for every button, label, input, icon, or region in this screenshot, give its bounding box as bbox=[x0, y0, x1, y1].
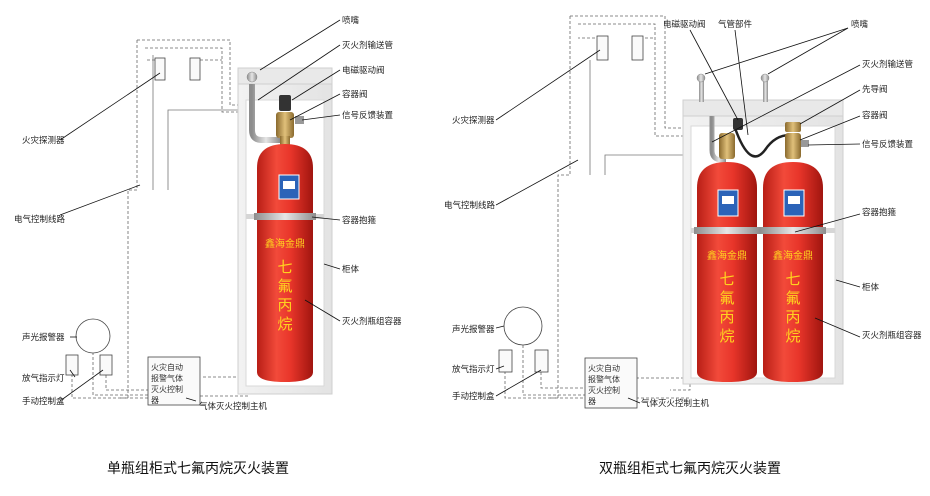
right-controller-line-4: 器 bbox=[588, 397, 596, 406]
right-label-manual-box: 手动控制盒 bbox=[452, 391, 495, 402]
left-controller: 火灾自动 报警气体 灭火控制 器 bbox=[147, 356, 201, 406]
right-label-cabinet: 柜体 bbox=[862, 282, 880, 293]
left-manual-box bbox=[99, 354, 113, 376]
left-signal-device bbox=[295, 116, 304, 124]
right-cyl2-char-2: 氟 bbox=[785, 289, 800, 307]
right-label-clamp: 容器抱箍 bbox=[862, 207, 897, 218]
left-system: 火灾自动 报警气体 灭火控制 器 鑫海金鼎 七 氟 bbox=[14, 15, 402, 477]
left-agent-pipe bbox=[249, 84, 280, 143]
left-cylinder-char-1: 七 bbox=[277, 258, 292, 276]
right-alarm bbox=[503, 306, 543, 346]
left-label-cabinet: 柜体 bbox=[342, 264, 360, 275]
left-cylinder-char-2: 氟 bbox=[277, 277, 292, 295]
right-cyl1-char-2: 氟 bbox=[719, 289, 734, 307]
right-clamp-1 bbox=[694, 227, 760, 234]
right-release-light bbox=[498, 349, 513, 373]
left-detector-1 bbox=[154, 57, 166, 81]
right-cylinder-1: 鑫海金鼎 七 氟 丙 烷 bbox=[694, 162, 760, 382]
right-agent-pipe bbox=[709, 116, 726, 163]
right-cyl2-char-4: 烷 bbox=[785, 327, 800, 345]
right-label-host: 气体灭火控制主机 bbox=[641, 398, 710, 409]
left-cylinder-char-4: 烷 bbox=[277, 315, 292, 333]
right-label-circuit: 电气控制线路 bbox=[444, 200, 496, 211]
left-label-solenoid: 电磁驱动阀 bbox=[342, 65, 385, 76]
right-label-alarm: 声光报警器 bbox=[452, 324, 495, 335]
left-label-signal: 信号反馈装置 bbox=[342, 110, 394, 121]
right-gas-hose bbox=[733, 127, 791, 158]
right-container-valve-2 bbox=[785, 133, 801, 159]
right-label-pilot-valve: 先导阀 bbox=[862, 84, 888, 95]
right-nozzle-1-icon bbox=[696, 73, 706, 83]
left-label-pipe: 灭火剂输送管 bbox=[342, 40, 393, 51]
right-label-valve: 容器阀 bbox=[862, 110, 888, 121]
left-container-valve bbox=[276, 112, 294, 138]
left-label-clamp: 容器抱箍 bbox=[342, 215, 377, 226]
left-controller-line-1: 火灾自动 bbox=[151, 362, 183, 372]
right-controller-line-1: 火灾自动 bbox=[588, 363, 620, 373]
right-pilot-valve bbox=[785, 122, 801, 132]
right-label-signal: 信号反馈装置 bbox=[862, 139, 914, 150]
left-solenoid-valve bbox=[279, 95, 291, 111]
right-manual-box bbox=[534, 349, 549, 373]
right-container-valve-1 bbox=[719, 133, 735, 159]
left-label-release-light: 放气指示灯 bbox=[22, 373, 65, 384]
right-cyl2-brand: 鑫海金鼎 bbox=[773, 249, 813, 262]
right-cyl1-brand: 鑫海金鼎 bbox=[707, 249, 747, 262]
left-cylinder-char-3: 丙 bbox=[277, 296, 292, 314]
left-label-circuit: 电气控制线路 bbox=[14, 214, 66, 225]
left-release-light bbox=[65, 354, 79, 376]
left-label-detector: 火灾探测器 bbox=[22, 135, 65, 146]
left-alarm bbox=[75, 318, 111, 354]
left-cylinder: 鑫海金鼎 七 氟 丙 烷 bbox=[254, 136, 316, 382]
right-label-release-light: 放气指示灯 bbox=[452, 364, 495, 375]
right-cyl1-char-4: 烷 bbox=[719, 327, 734, 345]
right-system: 火灾自动 报警气体 灭火控制 器 bbox=[444, 15, 922, 477]
left-label-container: 灭火剂瓶组容器 bbox=[342, 316, 402, 327]
left-label-manual-box: 手动控制盒 bbox=[22, 396, 65, 407]
right-nozzle-2-icon bbox=[760, 73, 770, 83]
left-cylinder-brand: 鑫海金鼎 bbox=[265, 237, 305, 250]
left-label-host: 气体灭火控制主机 bbox=[199, 401, 268, 412]
left-nozzle-icon bbox=[246, 71, 258, 83]
right-cyl2-char-1: 七 bbox=[785, 270, 800, 288]
right-label-gas-pipe: 气管部件 bbox=[718, 19, 753, 30]
left-leaders bbox=[59, 19, 341, 402]
left-caption: 单瓶组柜式七氟丙烷灭火装置 bbox=[107, 461, 289, 477]
right-label-nozzle: 喷嘴 bbox=[851, 19, 869, 30]
left-detector-2 bbox=[189, 57, 201, 81]
right-label-detector: 火灾探测器 bbox=[452, 115, 495, 126]
right-controller-line-3: 灭火控制 bbox=[588, 385, 620, 395]
right-label-pipe: 灭火剂输送管 bbox=[862, 59, 913, 70]
right-detector-1 bbox=[596, 35, 609, 61]
right-cyl2-char-3: 丙 bbox=[785, 308, 800, 326]
left-controller-line-3: 灭火控制 bbox=[151, 384, 183, 394]
right-cylinder-2: 鑫海金鼎 七 氟 丙 烷 bbox=[760, 162, 826, 382]
right-clamp-2 bbox=[760, 227, 826, 234]
right-controller-line-2: 报警气体 bbox=[588, 374, 620, 384]
right-cyl1-char-1: 七 bbox=[719, 270, 734, 288]
right-detector-2 bbox=[631, 35, 644, 61]
left-controller-line-4: 器 bbox=[151, 396, 159, 405]
right-label-container: 灭火剂瓶组容器 bbox=[862, 330, 922, 341]
right-cyl1-char-3: 丙 bbox=[719, 308, 734, 326]
left-label-nozzle: 喷嘴 bbox=[342, 15, 360, 26]
right-caption: 双瓶组柜式七氟丙烷灭火装置 bbox=[599, 461, 781, 477]
right-nozzles bbox=[696, 73, 770, 102]
right-controller: 火灾自动 报警气体 灭火控制 器 bbox=[584, 357, 638, 409]
right-leaders bbox=[495, 27, 861, 404]
right-signal-device bbox=[801, 140, 809, 147]
left-label-valve: 容器阀 bbox=[342, 89, 368, 100]
right-label-solenoid: 电磁驱动阀 bbox=[663, 19, 706, 30]
left-label-alarm: 声光报警器 bbox=[22, 332, 65, 343]
left-controller-line-2: 报警气体 bbox=[151, 373, 183, 383]
left-clamp bbox=[254, 213, 316, 220]
